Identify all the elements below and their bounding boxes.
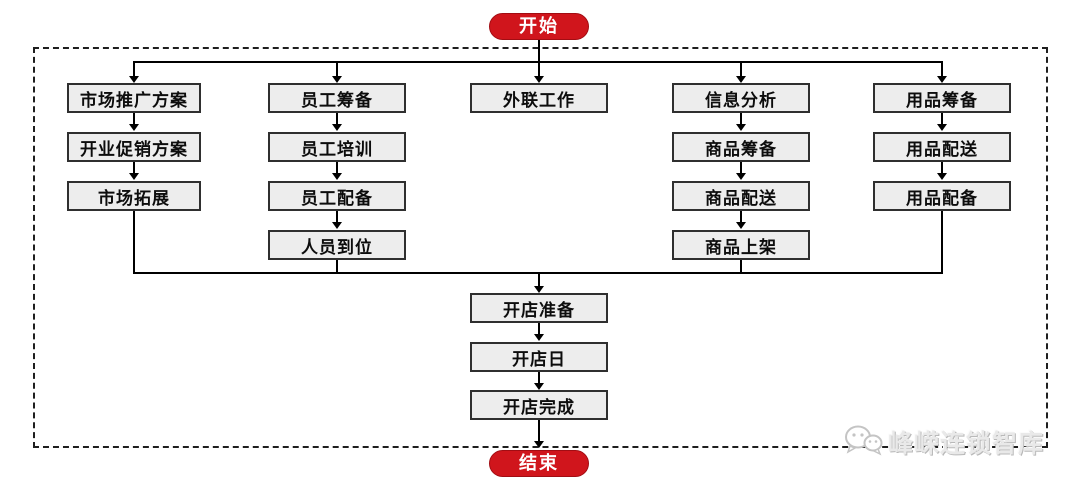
connector-line [133,211,135,274]
node-opening-promotion-plan: 开业促销方案 [67,132,201,162]
connector-line [336,61,338,77]
connector-line [941,211,943,274]
connector-line [941,162,943,174]
connector-line [538,372,540,384]
arrow-down-icon [937,173,947,180]
connector-line [740,113,742,125]
connector-line [538,323,540,335]
node-goods-shelving: 商品上架 [672,230,810,260]
start-terminal: 开始 [489,13,589,40]
node-personnel-in-place: 人员到位 [268,230,406,260]
connector-line [538,420,540,442]
connector-line [336,260,338,274]
arrow-down-icon [937,124,947,131]
connector-line [133,113,135,125]
node-goods-delivery: 商品配送 [672,181,810,211]
arrow-down-icon [534,286,544,293]
connector-line [941,113,943,125]
end-terminal: 结束 [489,450,589,477]
arrow-down-icon [332,76,342,83]
arrow-down-icon [736,124,746,131]
node-goods-preparation: 商品筹备 [672,132,810,162]
node-info-analysis: 信息分析 [672,83,810,113]
node-staff-preparation: 员工筹备 [268,83,406,113]
arrow-down-icon [332,222,342,229]
connector-line [740,260,742,274]
arrow-down-icon [534,76,544,83]
connector-line [336,211,338,223]
arrow-down-icon [534,334,544,341]
arrow-down-icon [736,76,746,83]
arrow-down-icon [129,173,139,180]
arrow-down-icon [534,441,544,448]
connector-line [336,113,338,125]
arrow-down-icon [332,173,342,180]
node-supplies-allocation: 用品配备 [873,181,1011,211]
connector-line [336,162,338,174]
arrow-down-icon [534,383,544,390]
arrow-down-icon [129,76,139,83]
node-opening-complete: 开店完成 [470,390,608,420]
node-opening-day: 开店日 [470,342,608,372]
arrow-down-icon [937,76,947,83]
connector-line [740,162,742,174]
node-store-opening-prep: 开店准备 [470,293,608,323]
connector-line [740,211,742,223]
connector-line [133,162,135,174]
connector-line [133,61,135,77]
node-external-liaison: 外联工作 [470,83,608,113]
connector-line [740,61,742,77]
node-supplies-preparation: 用品筹备 [873,83,1011,113]
connector-line [538,272,540,287]
arrow-down-icon [129,124,139,131]
node-staff-allocation: 员工配备 [268,181,406,211]
node-market-expansion: 市场拓展 [67,181,201,211]
connector-line [538,40,540,62]
arrow-down-icon [736,222,746,229]
arrow-down-icon [332,124,342,131]
node-staff-training: 员工培训 [268,132,406,162]
node-market-promotion-plan: 市场推广方案 [67,83,201,113]
arrow-down-icon [736,173,746,180]
connector-line [538,61,540,77]
node-supplies-delivery: 用品配送 [873,132,1011,162]
connector-line [941,61,943,77]
